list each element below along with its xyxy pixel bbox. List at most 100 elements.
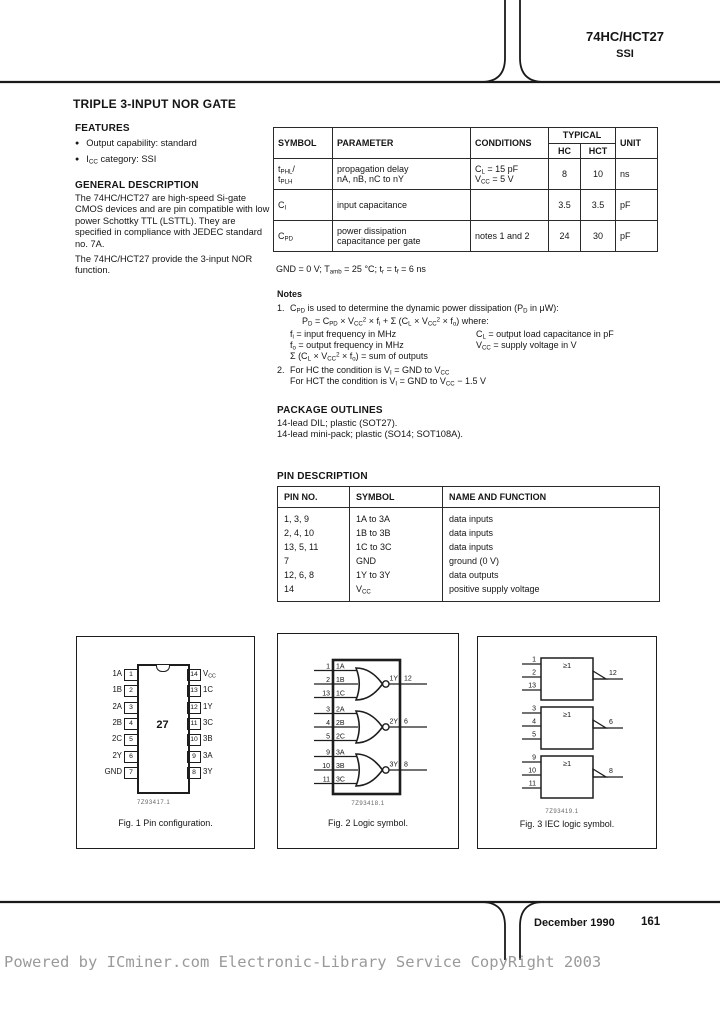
note-1-number: 1. (277, 303, 285, 314)
col-hct: HCT (579, 142, 617, 159)
cell-parameter: input capacitance (332, 189, 471, 221)
gate-input-pin-number: 5 (326, 734, 330, 741)
cell-pin-symbol: 1C to 3C (349, 540, 443, 554)
feature-item: ●ICC category: SSI (75, 154, 275, 165)
dip-chip-label: 27 (156, 719, 169, 731)
cell-pin-symbol: GND (349, 554, 443, 568)
cell-pin-symbol: 1B to 3B (349, 526, 443, 540)
dip-left-pin-number: 6 (124, 750, 138, 763)
footer-rule (0, 900, 720, 960)
gate-output-pin-number: 6 (404, 719, 408, 726)
gate-input-pin-number: 3 (326, 707, 330, 714)
cell-pin-function: data inputs (442, 526, 660, 540)
gate-input-pin-number: 13 (322, 691, 330, 698)
iec-input-pin-number: 3 (532, 706, 536, 713)
cell-pin-function: data inputs (442, 507, 660, 526)
dip-right-pin-label: 3Y (203, 766, 213, 776)
note-2-line: For HC the condition is VI = GND to VCC (290, 364, 450, 377)
package-outline-line: 14-lead DIL; plastic (SOT27). (277, 418, 398, 428)
general-description-text: The 74HC/HCT27 are high-speed Si-gate CM… (75, 193, 274, 281)
dip-left-pin-number: 1 (124, 669, 138, 681)
dip-right-pin-label: 3C (203, 717, 213, 727)
dip-left-pin-label: 1A (112, 669, 122, 678)
dip-right-pin-number: 10 (187, 734, 201, 747)
dip-left-pin-label: GND (104, 766, 122, 776)
features-heading: FEATURES (75, 123, 130, 134)
col-hc: HC (548, 142, 581, 159)
cell-parameter: propagation delay nA, nB, nC to nY (332, 158, 471, 190)
pin-table-column-header: SYMBOL (349, 486, 443, 508)
iec-output-pin-number: 6 (609, 719, 613, 726)
gate-input-label: 3B (336, 763, 345, 770)
iec-input-pin-number: 1 (532, 657, 536, 664)
package-outline-line: 14-lead mini-pack; plastic (SO14; SOT108… (277, 429, 464, 440)
cell-pin-function: data outputs (442, 568, 660, 582)
notes-heading: Notes (277, 289, 303, 299)
nor-gate-shape (354, 667, 384, 701)
fig2-caption: Fig. 2 Logic symbol. (327, 818, 409, 828)
gate-input-label: 2A (336, 707, 345, 714)
package-outlines-lines: 14-lead DIL; plastic (SOT27).14-lead min… (277, 418, 661, 441)
dip-right-pin-label: 1Y (203, 701, 213, 711)
dip-left-pin-number: 3 (124, 701, 138, 714)
dip-right-pin-label: 1C (203, 685, 213, 695)
footer-date: December 1990 (534, 917, 615, 929)
cell-conditions: notes 1 and 2 (470, 220, 549, 252)
inversion-bubble (381, 723, 390, 731)
definition-left: fo = output frequency in MHz (290, 340, 404, 352)
gate-output-label: 3Y (390, 762, 399, 769)
bullet-icon: ● (75, 156, 80, 164)
feature-item-label: Output capability: standard (86, 138, 197, 148)
inversion-bubble (381, 766, 390, 774)
cell-unit: pF (615, 189, 659, 221)
cell-pin-symbol: 1A to 3A (349, 507, 443, 526)
gate-output-label: 1Y (390, 676, 399, 683)
cell-typical-hct: 3.5 (579, 189, 617, 221)
definition-left: Σ (CL × VCC2 × fo) = sum of outputs (290, 351, 428, 363)
characteristics-footnote: GND = 0 V; Tamb = 25 °C; tr = tf = 6 ns (276, 264, 426, 276)
cell-typical-hct: 30 (579, 220, 617, 252)
iec-input-pin-number: 10 (528, 768, 536, 775)
fig1-caption: Fig. 1 Pin configuration. (118, 818, 213, 828)
pin-table-column-header: PIN NO. (277, 486, 350, 508)
cell-typical-hc: 8 (548, 158, 581, 190)
dip-left-pin-number: 7 (124, 766, 138, 779)
gate-input-label: 1C (336, 691, 345, 698)
gate-input-pin-number: 11 (323, 777, 330, 784)
dip-left-pin-number: 5 (124, 734, 138, 747)
description-paragraph: The 74HC/HCT27 are high-speed Si-gate CM… (75, 193, 270, 249)
page-title: TRIPLE 3-INPUT NOR GATE (73, 97, 237, 111)
iec-output-pin-number: 8 (609, 768, 613, 775)
dip-right-pin-label: 3B (203, 734, 213, 744)
gate-input-pin-number: 10 (322, 763, 330, 770)
dip-right-pin-number: 14 (187, 669, 201, 681)
bullet-icon: ● (75, 140, 80, 147)
gate-output-pin-number: 12 (404, 676, 412, 683)
dip-right-pin-number: 12 (187, 701, 201, 714)
cell-pin-no: 2, 4, 10 (284, 528, 315, 538)
dip-left-pin-label: 2Y (112, 750, 122, 760)
note-2: 2. For HC the condition is VI = GND to V… (277, 365, 661, 388)
cell-typical-hc: 3.5 (548, 189, 581, 221)
cell-pin-no: 14 (284, 584, 295, 594)
iec-inversion-wedge (592, 767, 609, 778)
cell-typical-hc: 24 (548, 220, 581, 252)
notes-section: Notes 1. CPD is used to determine the dy… (277, 289, 661, 387)
iec-function-label: ≥1 (563, 759, 571, 768)
